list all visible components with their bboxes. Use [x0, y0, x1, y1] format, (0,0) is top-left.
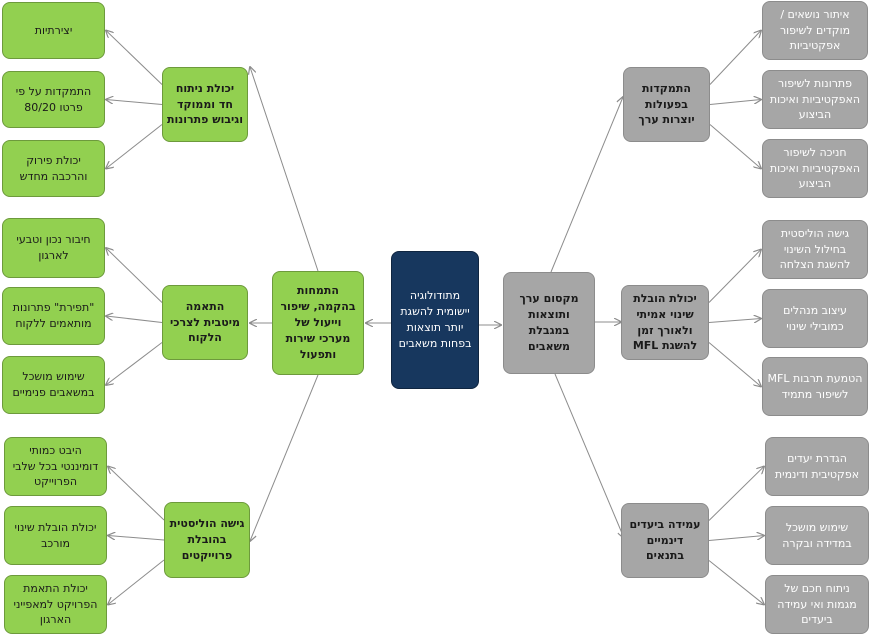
left-3-item-2: יכולת הובלת שינוי מורכב — [4, 506, 107, 565]
arrow-right-1-to-item-3 — [709, 124, 761, 169]
arrow-left-main-to-group-3 — [250, 374, 319, 541]
arrow-right-3-to-item-1 — [708, 467, 764, 521]
right-1-item-1: איתור נושאים / מוקדים לשיפור אפקטיביות — [762, 1, 868, 60]
left-3-item-1: היבט כמותי דומיננטי בכל שלבי הפרוייקט — [4, 437, 107, 496]
arrow-right-1-to-item-2 — [709, 100, 761, 105]
left-2-item-2: "תפירת" פתרונות מותאמים ללקוח — [2, 287, 105, 345]
arrow-left-3-to-item-3 — [108, 559, 165, 605]
arrow-left-3-to-item-1 — [108, 467, 165, 521]
arrow-left-1-to-item-2 — [106, 100, 163, 105]
arrow-left-2-to-item-1 — [106, 248, 163, 303]
left-main-node: התמחות בהקמה, שיפור וייעול של מערכי שירו… — [272, 271, 364, 375]
left-group-1-title: יכולת ניתוח חד וממוקד וגיבוש פתרונות — [162, 67, 248, 142]
arrow-right-main-to-group-1 — [550, 97, 623, 273]
right-1-item-2: פתרונות לשיפור האפקטיביות ואיכות הביצוע — [762, 70, 868, 129]
arrow-left-2-to-item-2 — [106, 316, 163, 323]
right-3-item-2: שימוש מושכל במדידה ובקרה — [765, 506, 869, 565]
arrow-right-1-to-item-1 — [709, 31, 761, 85]
right-group-3-title: עמידה ביעדים דינמיים בתנאים — [621, 503, 709, 578]
arrow-right-3-to-item-3 — [708, 560, 764, 605]
right-3-item-3: ניתוח חכם של מגמות ואי עמידה ביעדים — [765, 575, 869, 634]
right-1-item-3: חניכה לשיפור האפקטיביות ואיכות הביצוע — [762, 139, 868, 198]
right-group-1-title: התמקדות בפעולות יוצרות ערך — [623, 67, 710, 142]
arrow-right-main-to-group-3 — [554, 373, 624, 538]
arrow-right-2-to-item-2 — [708, 319, 761, 323]
left-3-item-3: יכולת התאמת הפרויקט למאפייני הארגון — [4, 575, 107, 634]
center-node: מתודולוגיה יישומית להשגת יותר תוצאות בפח… — [391, 251, 479, 389]
right-group-2-title: יכולת הובלת שינוי אמיתי ולאורך זמן להשגת… — [621, 285, 709, 360]
arrow-left-3-to-item-2 — [108, 536, 165, 541]
arrow-left-1-to-item-3 — [106, 124, 163, 169]
arrow-left-1-to-item-1 — [106, 31, 163, 85]
left-1-item-2: התמקדות על פי פרטו 80/20 — [2, 71, 105, 128]
left-1-item-3: יכולת פירוק והרכבה מחדש — [2, 140, 105, 197]
left-group-2-title: התאמה מיטבית לצרכי הלקוח — [162, 285, 248, 360]
arrow-right-2-to-item-3 — [708, 342, 761, 387]
left-1-item-1: יצירתיות — [2, 2, 105, 59]
arrow-right-3-to-item-2 — [708, 536, 764, 541]
right-2-item-1: גישה הוליסטית בחילול השינוי להשגת הצלחה — [762, 220, 868, 279]
left-2-item-3: שימוש מושכל במשאבים פנימיים — [2, 356, 105, 414]
right-main-node: מקסום ערך ותוצאות במגבלת משאבים — [503, 272, 595, 374]
arrow-left-2-to-item-3 — [106, 342, 163, 386]
arrow-left-main-to-group-1 — [250, 67, 319, 272]
left-2-item-1: חיבור נכון וטבעי לארגון — [2, 218, 105, 278]
right-2-item-2: עיצוב מנהלים כמובילי שינוי — [762, 289, 868, 348]
right-3-item-1: הגדרת יעדים אפקטיבית ודינמית — [765, 437, 869, 496]
left-group-3-title: גישה הוליסטית בהובלת פרוייקטים — [164, 502, 250, 578]
right-2-item-3: הטמעת תרבות MFL לשיפור מתמיד — [762, 357, 868, 416]
arrow-right-2-to-item-1 — [708, 250, 761, 303]
